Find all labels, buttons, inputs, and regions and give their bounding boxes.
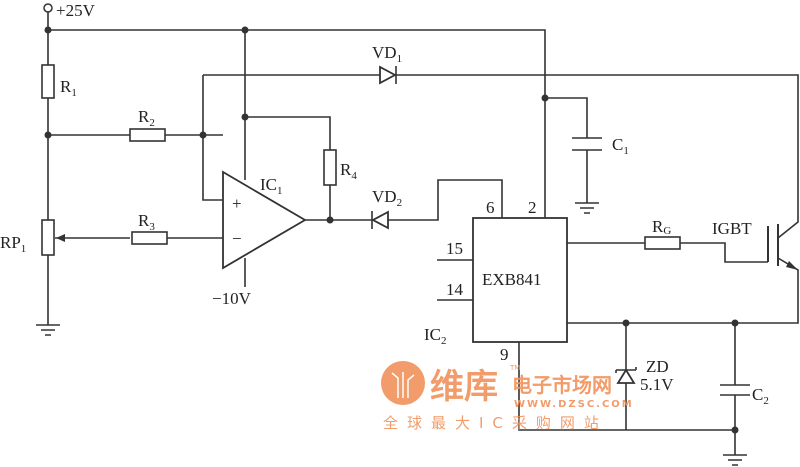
potentiometer-rp1 <box>41 219 55 256</box>
opamp-ic1 <box>222 170 307 270</box>
rg-label: RG <box>652 217 671 237</box>
wiper-arrow-icon <box>56 234 65 242</box>
ground-icon <box>723 454 747 466</box>
diode-vd2 <box>371 210 389 230</box>
pin-6-label: 6 <box>486 198 495 217</box>
r1-label: R1 <box>60 77 77 99</box>
wires <box>47 12 799 455</box>
vd1-label: VD1 <box>372 43 402 65</box>
resistor-r1 <box>41 64 55 99</box>
igbt-transistor <box>767 224 779 266</box>
supply-label: +25V <box>56 1 96 20</box>
pin-15-label: 15 <box>446 239 463 258</box>
diode-vd1 <box>379 65 397 85</box>
c2-label: C2 <box>752 385 769 407</box>
watermark: 维库 电子市场网 TM WWW.DZSC.COM 全球最大IC采购网站 <box>381 361 634 432</box>
capacitor-c2 <box>720 384 750 396</box>
watermark-slogan: 全球最大IC采购网站 <box>383 414 608 432</box>
chip-exb841 <box>472 217 568 343</box>
ic1-label: IC1 <box>260 175 283 197</box>
watermark-tagline: 电子市场网 <box>512 373 612 397</box>
resistor-rg <box>644 236 681 250</box>
neg-supply-label: −10V <box>212 289 252 308</box>
capacitor-c1 <box>572 137 602 151</box>
c1-label: C1 <box>612 135 629 157</box>
supply-terminal <box>43 3 53 13</box>
igbt-label: IGBT <box>712 219 752 238</box>
pin-9-label: 9 <box>500 345 509 364</box>
vd2-label: VD2 <box>372 187 402 209</box>
resistor-r3 <box>131 231 168 245</box>
zener-zd <box>615 367 637 384</box>
ground-icon <box>575 202 599 214</box>
r2-label: R2 <box>138 107 155 129</box>
r4-label: R4 <box>340 160 357 182</box>
zd-value-label: 5.1V <box>640 375 674 394</box>
resistor-r4 <box>323 149 337 186</box>
ground-icon <box>36 324 60 336</box>
plus-input-label: + <box>232 194 242 213</box>
chip-label: EXB841 <box>482 270 542 289</box>
r3-label: R3 <box>138 211 155 233</box>
zd-label: ZD <box>646 357 669 376</box>
junction-dots <box>44 26 739 434</box>
pin-14-label: 14 <box>446 280 464 299</box>
emitter-arrow-icon <box>786 261 798 270</box>
watermark-url: WWW.DZSC.COM <box>514 399 634 410</box>
watermark-brand: 维库 <box>430 367 498 407</box>
resistor-r2 <box>129 128 166 142</box>
minus-input-label: − <box>232 229 242 248</box>
rp1-label: RP1 <box>0 233 26 255</box>
watermark-tm: TM <box>509 364 520 372</box>
pin-2-label: 2 <box>528 198 537 217</box>
ic2-label: IC2 <box>424 325 447 347</box>
